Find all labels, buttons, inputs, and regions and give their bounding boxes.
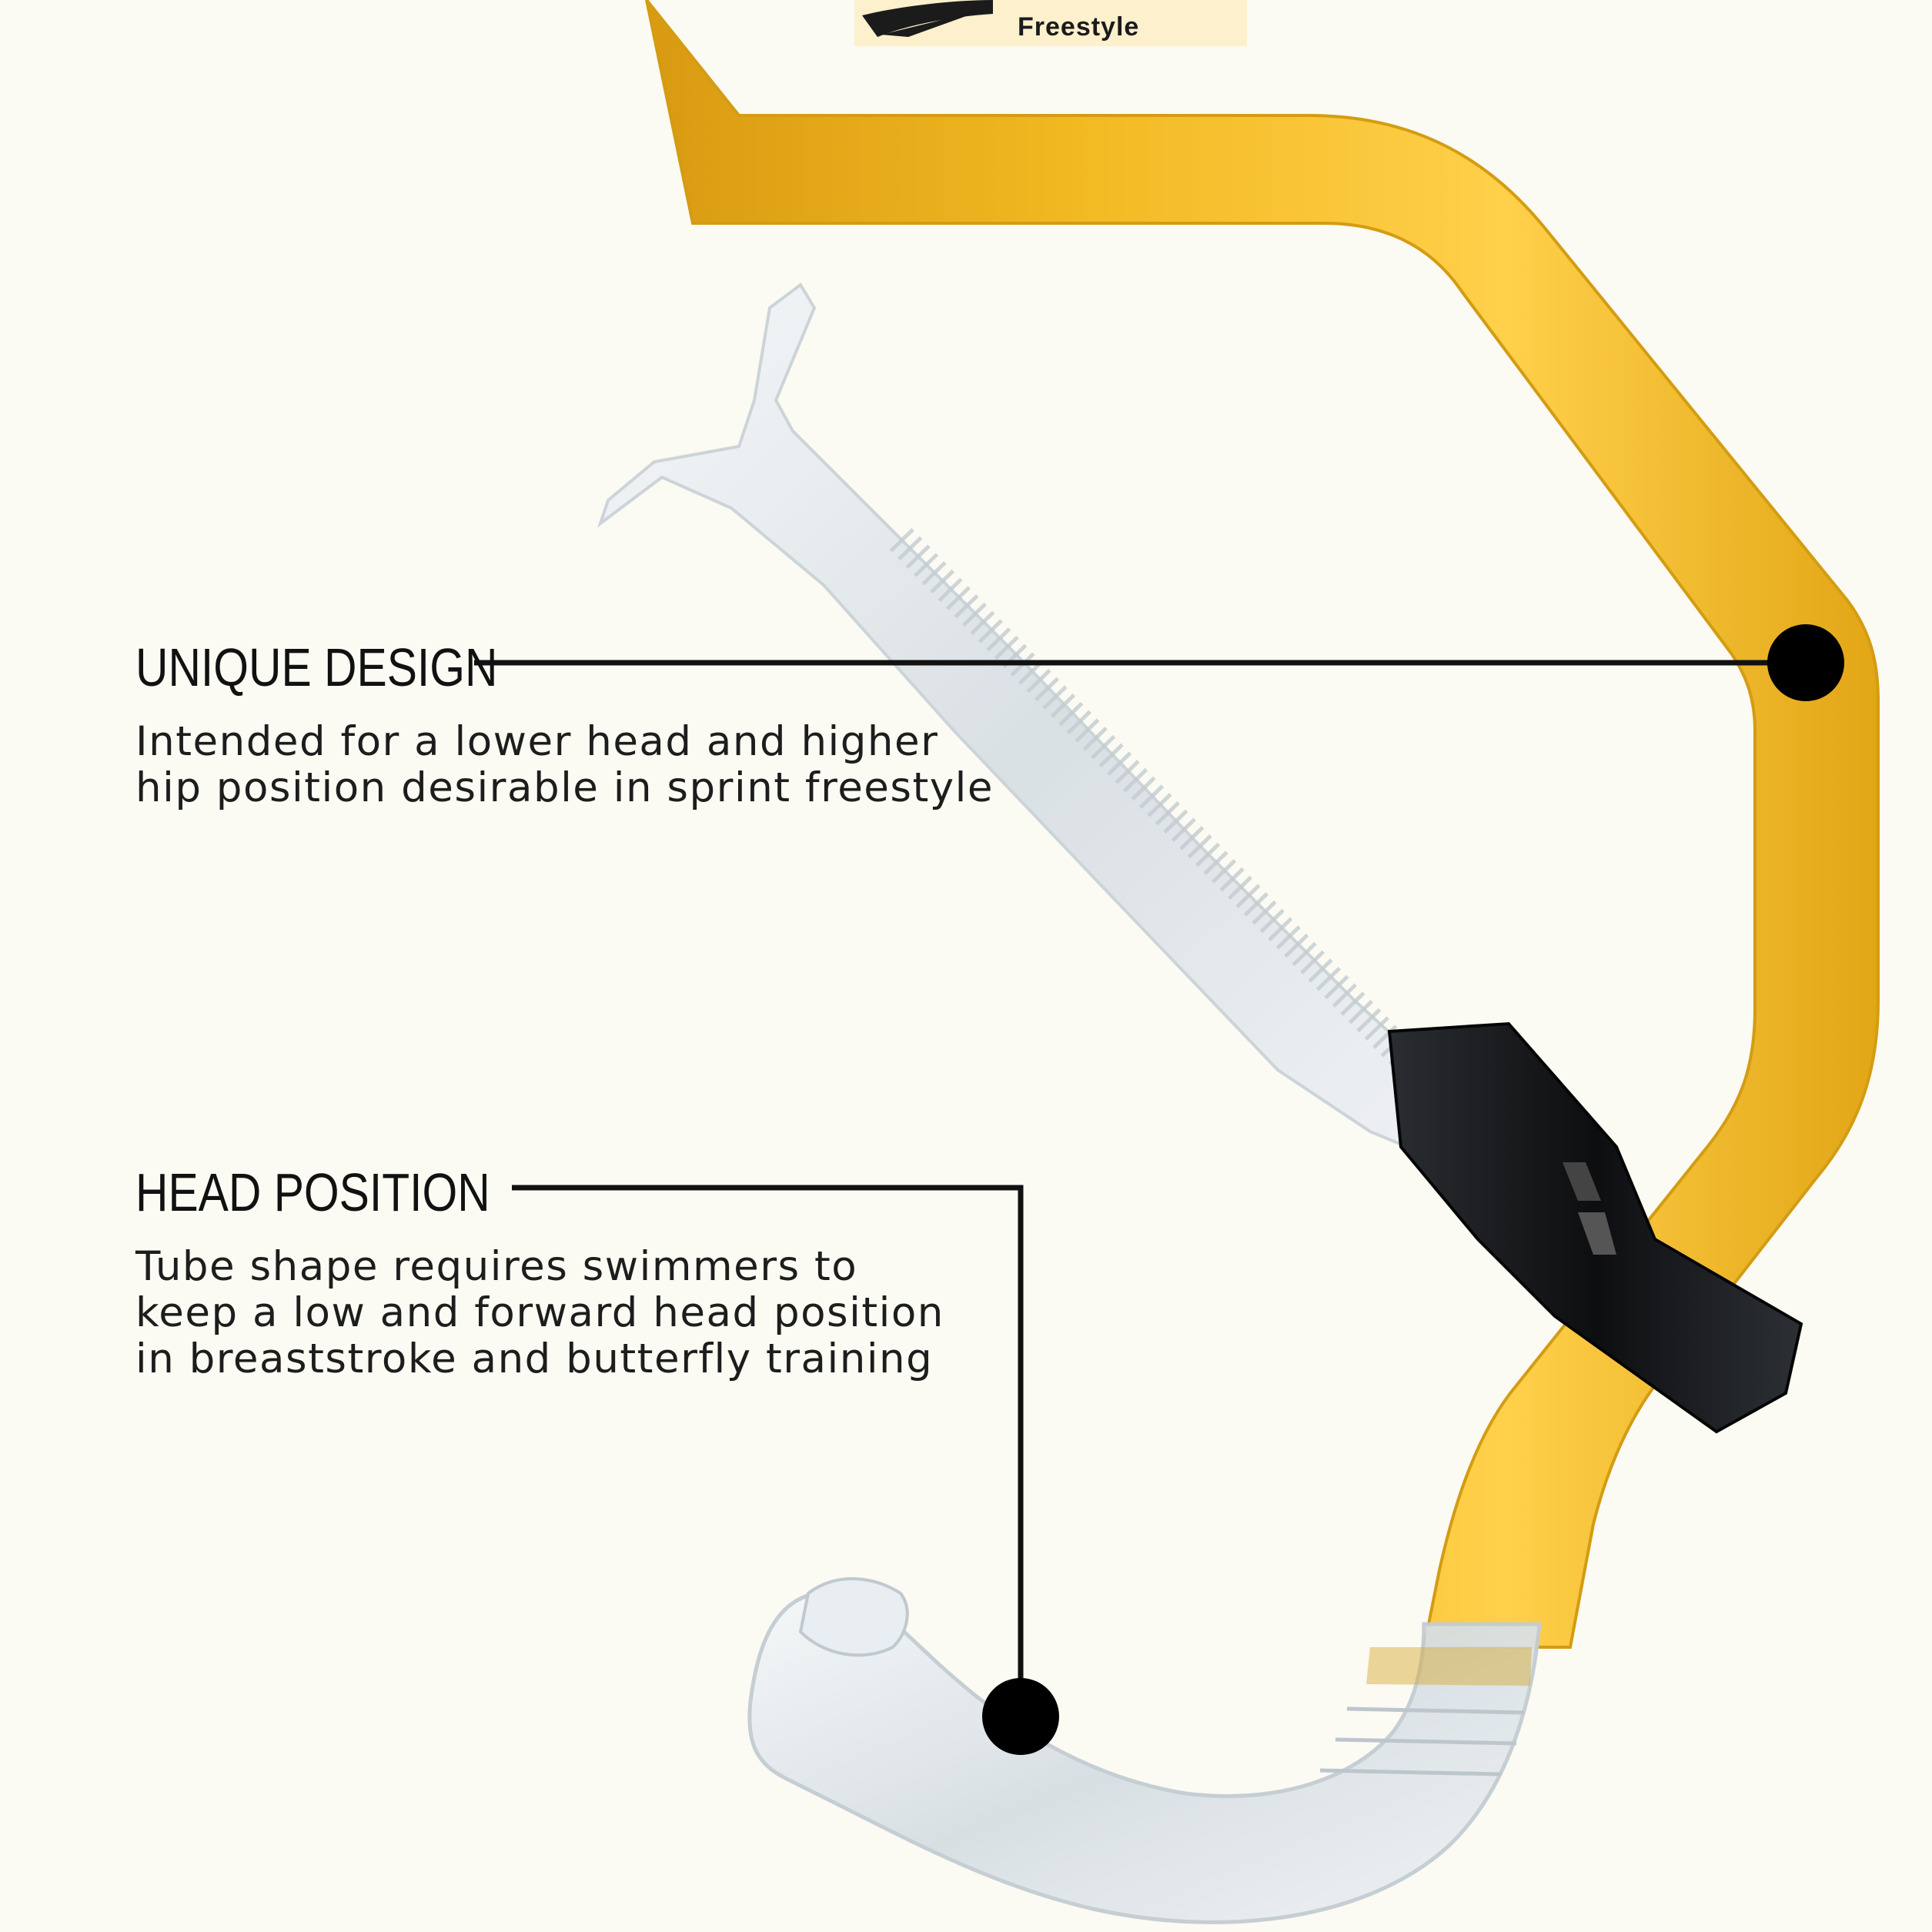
unique-design-description: Intended for a lower head and higher hip…	[135, 719, 994, 811]
head-position-description: Tube shape requires swimmers to keep a l…	[135, 1244, 944, 1382]
head-bracket	[1387, 1021, 1803, 1434]
head-position-line: in breaststroke and butterfly training	[135, 1335, 934, 1382]
unique-design-pointer	[474, 624, 1844, 701]
head-position-pointer	[512, 1185, 1059, 1755]
unique-design-line: Intended for a lower head and higher	[135, 718, 939, 765]
brand-logo-icon	[862, 0, 993, 37]
mouthpiece	[747, 1577, 1542, 1924]
head-position-line: Tube shape requires swimmers to	[135, 1243, 858, 1290]
unique-design-callout: UNIQUE DESIGN Intended for a lower head …	[135, 640, 994, 811]
head-position-title: HEAD POSITION	[135, 1162, 490, 1222]
head-position-line: keep a low and forward head position	[135, 1289, 944, 1336]
head-strap	[597, 282, 1512, 1172]
unique-design-line: hip position desirable in sprint freesty…	[135, 764, 994, 811]
brand-label: Freestyle	[1018, 12, 1140, 42]
unique-design-title: UNIQUE DESIGN	[135, 637, 498, 697]
head-position-callout: HEAD POSITION Tube shape requires swimme…	[135, 1165, 944, 1382]
